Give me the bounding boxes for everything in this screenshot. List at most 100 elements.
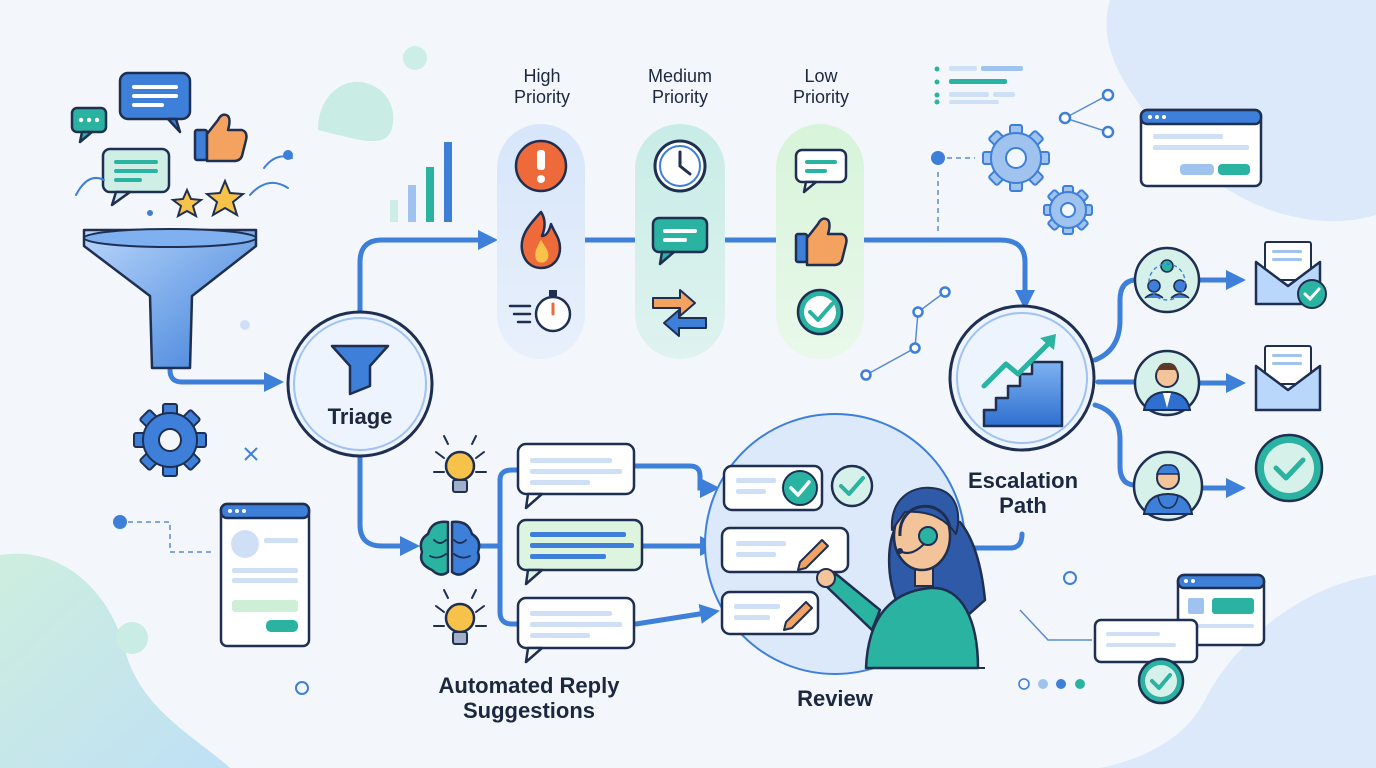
- fire-icon: [520, 210, 562, 270]
- ring-decor: [1063, 571, 1077, 585]
- bg-blob-bottom-right: [1100, 575, 1376, 768]
- pencil-icon: [797, 539, 829, 571]
- thumbs-up-icon: [193, 113, 248, 163]
- checkmark-icon: [1254, 433, 1324, 503]
- sparkle-decor: [244, 447, 258, 461]
- review-label: Review: [797, 686, 873, 711]
- swap-arrows-icon: [652, 289, 707, 337]
- review-card: [720, 590, 820, 636]
- automated-reply-label-line2: Suggestions: [462, 698, 595, 724]
- network-lines: [865, 291, 946, 376]
- brain-icon: [419, 520, 481, 576]
- growth-chart-icon: [981, 334, 1064, 428]
- stopwatch-icon: [508, 290, 572, 333]
- high-priority-label-line1: High: [523, 66, 561, 86]
- thumbs-up-icon: [794, 217, 848, 267]
- pencil-icon: [783, 601, 813, 631]
- triage-label: Triage: [327, 404, 393, 429]
- arrow-reply-1: [633, 463, 720, 498]
- review-card: [720, 526, 850, 574]
- bg-dot: [403, 46, 427, 70]
- chat-bubble-icon: [101, 147, 171, 207]
- dots-row: [1018, 678, 1085, 690]
- bg-blob-bottom-left: [0, 553, 230, 768]
- suggestion-bubble: [516, 596, 636, 664]
- escalation-node: [948, 304, 1096, 452]
- dot-decor: [240, 320, 250, 330]
- dot-decor: [147, 210, 153, 216]
- funnel-icon: [330, 344, 390, 396]
- connector-review-escalation: [972, 531, 1025, 551]
- suggestion-bubble-selected: [516, 518, 644, 586]
- browser-window-icon: [219, 502, 311, 648]
- arrow-triage-to-priorities: [357, 230, 498, 318]
- high-priority-label: High Priority: [482, 66, 602, 107]
- network-lines: [1064, 94, 1109, 133]
- team-icon: [1133, 246, 1201, 314]
- automated-reply-label: Automated Reply Suggestions: [416, 673, 642, 724]
- clock-icon: [653, 139, 707, 193]
- chat-bubble-icon: [1093, 618, 1199, 664]
- line-decor: [1019, 609, 1092, 641]
- bar-chart-icon: [390, 142, 452, 222]
- ring-decor: [295, 681, 309, 695]
- funnel-icon: [82, 228, 258, 370]
- low-priority-label-line1: Low: [804, 66, 838, 86]
- bg-dot: [116, 622, 148, 654]
- motion-line: [263, 155, 293, 169]
- arrow-triage-to-brain: [357, 452, 420, 556]
- chat-bubble-icon: [651, 216, 709, 266]
- dot-node: [113, 515, 127, 529]
- automated-reply-label-line1: Automated Reply: [438, 673, 620, 698]
- chat-bubble-icon: [794, 148, 848, 194]
- motion-line: [249, 181, 289, 196]
- branch-down: [1092, 402, 1137, 488]
- gear-icon: [982, 124, 1050, 192]
- doctor-icon: [1132, 450, 1204, 522]
- dash-line: [128, 521, 214, 553]
- support-agent-icon: [816, 486, 987, 670]
- network-nodes: [860, 88, 1115, 381]
- suggestion-bubble: [516, 442, 636, 510]
- gear-icon: [133, 403, 207, 477]
- envelope-icon: [1254, 241, 1327, 309]
- arrow-low-to-escalation: [862, 237, 1035, 310]
- browser-window-icon: [1176, 573, 1266, 647]
- review-card: [722, 464, 824, 512]
- gear-icon: [1043, 185, 1093, 235]
- checkmark-icon: [796, 288, 844, 336]
- connector-brain-branch: [477, 477, 503, 615]
- checkmark-icon: [1137, 657, 1185, 705]
- medium-priority-label-line1: Medium: [647, 66, 713, 86]
- arrow-reply-3: [633, 603, 720, 627]
- low-priority-label: Low Priority: [761, 66, 881, 107]
- star-icon: [170, 187, 204, 219]
- escalation-label-line1: Escalation: [967, 468, 1079, 493]
- medium-priority-label: Medium Priority: [620, 66, 740, 107]
- person-icon: [1133, 349, 1201, 417]
- escalation-label-line2: Path: [999, 493, 1047, 519]
- low-priority-label-line2: Priority: [792, 86, 849, 107]
- browser-window-icon: [1139, 108, 1263, 188]
- chat-bubble-icon: [118, 71, 192, 134]
- bg-blob-small: [318, 81, 394, 142]
- exclamation-icon: [514, 139, 568, 193]
- lightbulb-icon: [433, 589, 487, 645]
- connector-brain-branch-ends: [497, 467, 521, 627]
- code-lines-decor: [934, 66, 1023, 105]
- branch-up: [1092, 277, 1137, 363]
- motion-line: [75, 176, 105, 196]
- envelope-icon: [1254, 345, 1322, 412]
- dot-node: [931, 151, 945, 165]
- triage-node: [286, 310, 434, 458]
- checkmark-icon: [789, 480, 811, 497]
- medium-priority-label-line2: Priority: [651, 86, 708, 107]
- chat-bubble-icon: [70, 106, 108, 144]
- arrow-funnel-to-triage: [167, 342, 284, 392]
- lightbulb-icon: [433, 435, 487, 493]
- high-priority-label-line2: Priority: [513, 86, 570, 107]
- checkmark-icon: [830, 464, 874, 508]
- star-icon: [204, 178, 246, 218]
